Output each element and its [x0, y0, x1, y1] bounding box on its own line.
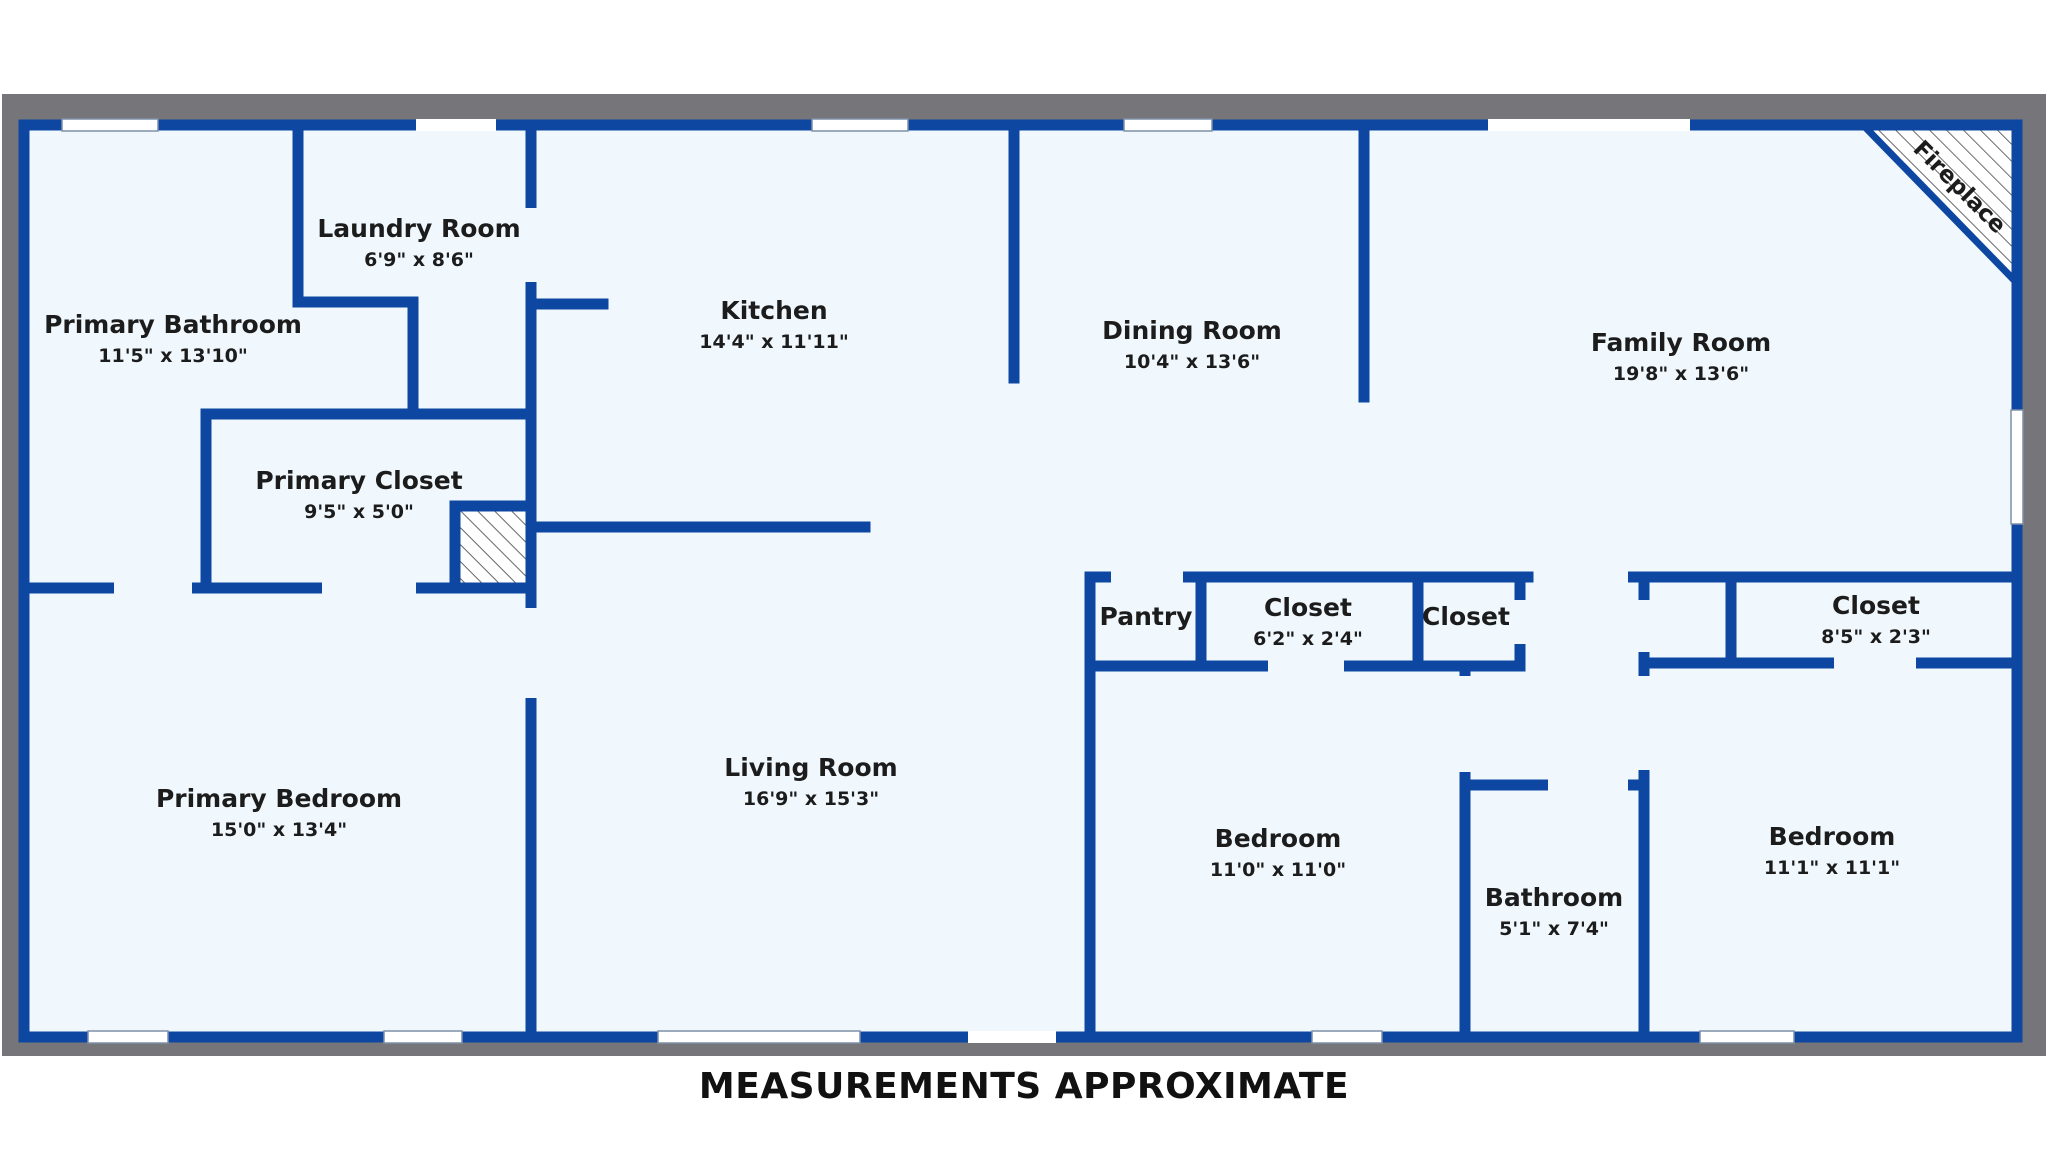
room-name-kitchen: Kitchen — [720, 296, 827, 325]
room-dims-bedroom-b: 11'1" x 11'1" — [1764, 857, 1900, 879]
window — [383, 1030, 463, 1044]
room-dims-bedroom-a: 11'0" x 11'0" — [1210, 859, 1346, 881]
room-name-closet-b: Closet — [1422, 602, 1510, 631]
room-dims-living-room: 16'9" x 15'3" — [743, 788, 879, 810]
room-dims-primary-bedroom: 15'0" x 13'4" — [211, 819, 347, 841]
room-labels: Primary Bathroom 11'5" x 13'10" Laundry … — [44, 136, 2011, 940]
exterior-opening — [968, 1031, 1056, 1043]
window — [657, 1030, 861, 1044]
room-name-living-room: Living Room — [724, 753, 897, 782]
room-name-pantry: Pantry — [1100, 602, 1193, 631]
room-name-laundry-room: Laundry Room — [317, 214, 520, 243]
primary-bedroom-door-gap — [525, 608, 537, 698]
windows — [61, 118, 2024, 1044]
bedroom-a-door-gap — [1459, 676, 1471, 772]
room-dims-primary-closet: 9'5" x 5'0" — [304, 501, 414, 523]
room-dims-family-room: 19'8" x 13'6" — [1613, 363, 1749, 385]
primary-closet-door-gap — [322, 582, 416, 594]
room-name-closet-c: Closet — [1832, 591, 1920, 620]
room-dims-kitchen: 14'4" x 11'11" — [699, 331, 848, 353]
room-name-primary-closet: Primary Closet — [255, 466, 462, 495]
laundry-door-gap — [525, 208, 537, 282]
room-name-bedroom-a: Bedroom — [1215, 824, 1342, 853]
walls — [18, 119, 2023, 1043]
room-name-primary-bedroom: Primary Bedroom — [156, 784, 402, 813]
laundry-wall — [292, 122, 419, 418]
bath-door-gap — [1548, 779, 1628, 791]
pantry-door-gap — [1111, 571, 1183, 583]
window — [87, 1030, 169, 1044]
room-dims-laundry-room: 6'9" x 8'6" — [364, 249, 474, 271]
room-name-dining-room: Dining Room — [1102, 316, 1282, 345]
window — [61, 118, 159, 132]
shaft-wall — [449, 500, 537, 594]
room-dims-dining-room: 10'4" x 13'6" — [1124, 351, 1260, 373]
window — [1311, 1030, 1383, 1044]
room-name-bedroom-b: Bedroom — [1769, 822, 1896, 851]
window — [811, 118, 909, 132]
openings — [114, 208, 1916, 791]
fireplace-edge — [1863, 125, 2017, 283]
exterior-opening — [416, 119, 496, 131]
hall-open-gap — [1534, 571, 1628, 583]
closet-c-door-gap — [1834, 657, 1916, 669]
room-dims-closet-c: 8'5" x 2'3" — [1821, 626, 1931, 648]
room-dims-bathroom: 5'1" x 7'4" — [1499, 918, 1609, 940]
room-dims-closet-a: 6'2" x 2'4" — [1253, 628, 1363, 650]
room-name-closet-a: Closet — [1264, 593, 1352, 622]
closet-c-left-door-gap — [1638, 600, 1650, 652]
room-name-primary-bathroom: Primary Bathroom — [44, 310, 302, 339]
room-dims-primary-bathroom: 11'5" x 13'10" — [98, 345, 247, 367]
closet-b-door-gap — [1514, 600, 1526, 644]
bedroom-b-door-gap — [1638, 676, 1650, 770]
room-name-family-room: Family Room — [1591, 328, 1771, 357]
room-name-bathroom: Bathroom — [1485, 883, 1623, 912]
utility-shaft — [459, 510, 527, 584]
window — [1699, 1030, 1795, 1044]
window — [2010, 409, 2024, 525]
closet-a-door-gap — [1268, 660, 1344, 672]
primary-bath-door-gap — [114, 582, 192, 594]
exterior-opening — [1488, 119, 1690, 131]
window — [1123, 118, 1213, 132]
measurements-note: MEASUREMENTS APPROXIMATE — [698, 1066, 1350, 1107]
